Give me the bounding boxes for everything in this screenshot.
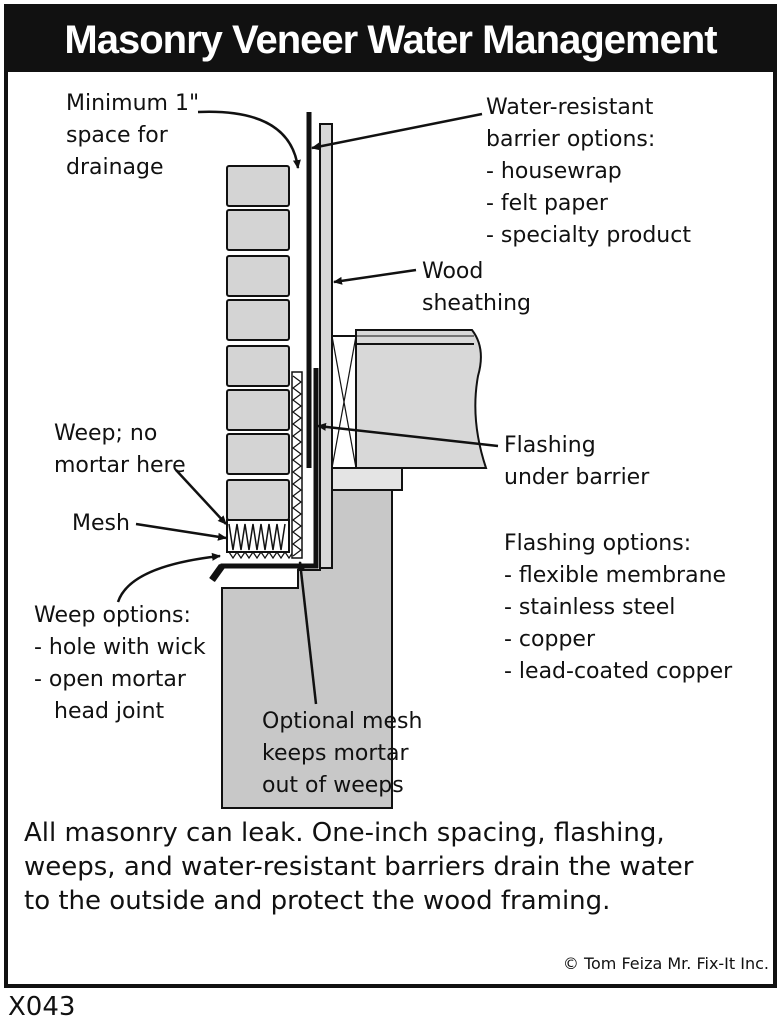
min-space-leader (197, 110, 301, 169)
flashing-leader (317, 422, 499, 448)
barrier-leader (311, 112, 483, 151)
mesh-label: Mesh (72, 511, 130, 536)
optional-cavity-mesh (291, 371, 303, 559)
weep-options-leader (116, 552, 221, 603)
barrier-options-label: Water-resistant barrier options: - house… (486, 95, 691, 248)
optional-mesh-label: Optional mesh keeps mortar out of weeps (262, 709, 423, 798)
rim-joist (331, 335, 357, 469)
floor-joist (355, 329, 488, 469)
wood-sheathing (319, 123, 333, 569)
weep-leader (175, 469, 227, 525)
sheathing-leader (333, 268, 417, 285)
weep-label: Weep; no mortar here (54, 421, 186, 478)
summary-text: All masonry can leak. One-inch spacing, … (24, 818, 694, 916)
diagram-title: Masonry Veneer Water Management (64, 17, 717, 62)
figure-code: X043 (8, 992, 76, 1022)
flashing-under-barrier-label: Flashing under barrier (504, 433, 650, 490)
sheathing-label: Wood sheathing (422, 259, 532, 316)
mesh-leader (135, 522, 227, 541)
diagram-frame: Masonry Veneer Water Management (4, 4, 777, 988)
optional-mesh-leader (296, 561, 318, 705)
min-space-label: Minimum 1" space for drainage (66, 91, 200, 180)
sill-plate (329, 467, 403, 491)
copyright: © Tom Feiza Mr. Fix-It Inc. (562, 954, 769, 973)
leader-lines (116, 110, 499, 705)
weep-options-label: Weep options: - hole with wick - open mo… (34, 603, 206, 724)
weep-mesh (226, 519, 298, 560)
brick-veneer (226, 165, 290, 521)
title-bar: Masonry Veneer Water Management (8, 8, 773, 72)
flashing-options-label: Flashing options: - flexible membrane - … (504, 531, 733, 684)
